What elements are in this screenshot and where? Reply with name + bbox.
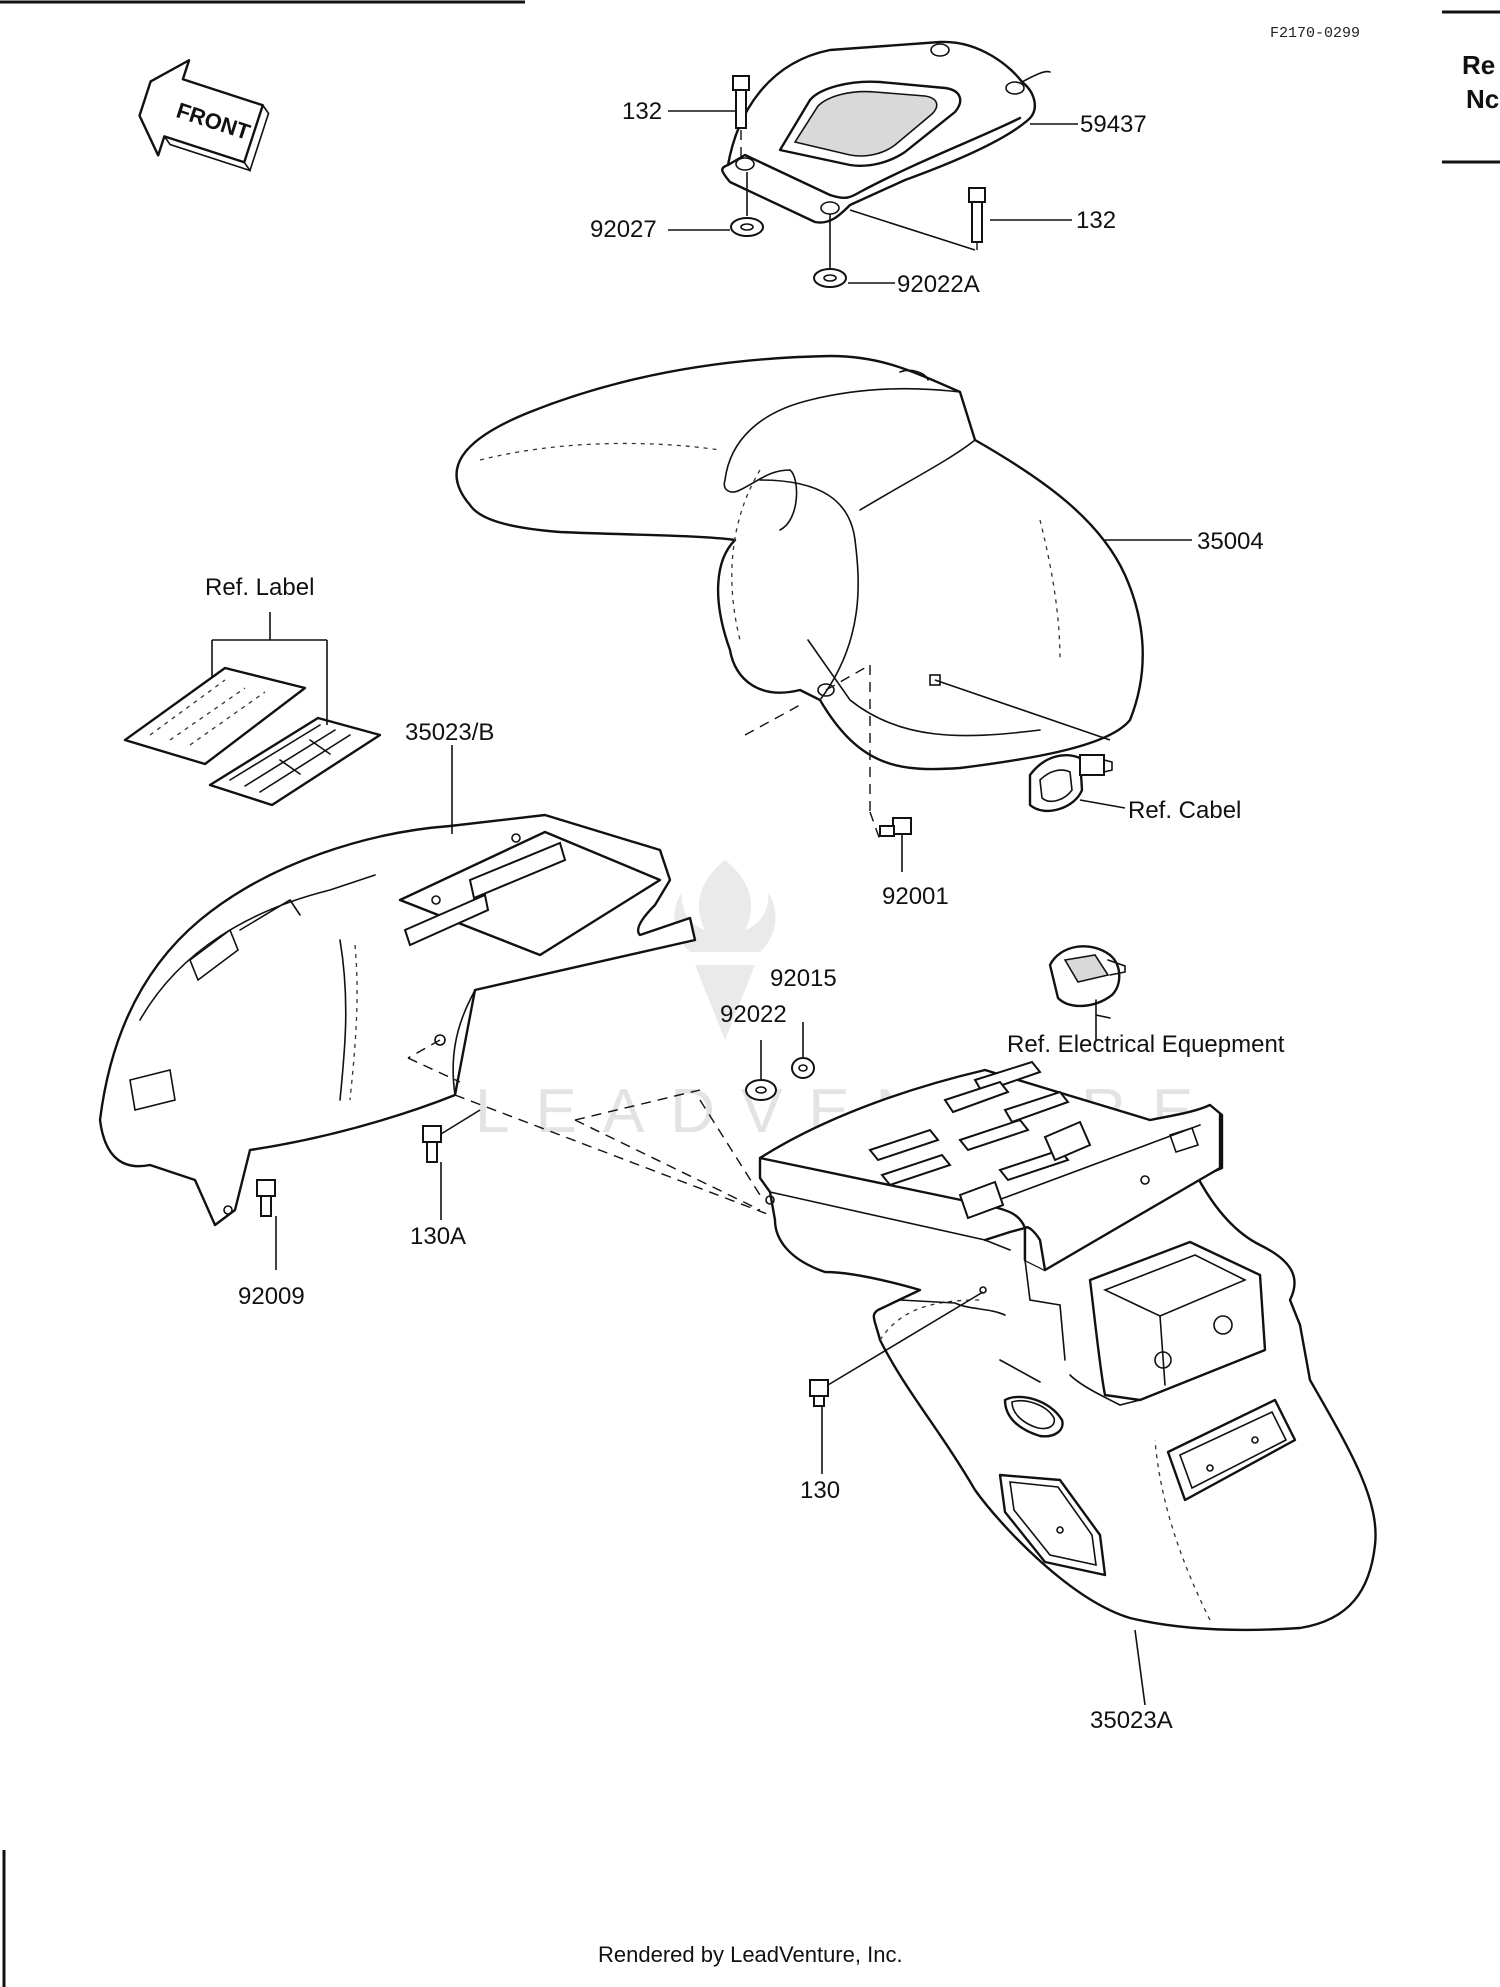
diagram-code: F2170-0299 <box>1270 25 1360 42</box>
label-92001: 92001 <box>882 883 949 910</box>
nut-92015 <box>791 1057 815 1079</box>
label-132-right: 132 <box>1076 207 1116 234</box>
label-92022: 92022 <box>720 1001 787 1028</box>
label-130a: 130A <box>410 1223 466 1250</box>
bolt-130 <box>809 1291 984 1407</box>
edge-label-line-1: Re <box>1462 50 1495 80</box>
bolt-92009 <box>256 1179 276 1217</box>
label-35023a: 35023A <box>1090 1707 1173 1734</box>
bolt-132-top <box>732 75 750 160</box>
front-fender-35004 <box>455 354 1144 771</box>
label-ref-cabel: Ref. Cabel <box>1128 797 1241 824</box>
washer-92022a <box>813 209 976 288</box>
bolt-130a <box>422 1109 481 1163</box>
label-35004: 35004 <box>1197 528 1264 555</box>
label-92009: 92009 <box>238 1283 305 1310</box>
label-92022a: 92022A <box>897 271 980 298</box>
label-92015: 92015 <box>770 965 837 992</box>
callout-labels: 132 59437 92027 132 92022A 35004 Ref. La… <box>205 98 1285 1734</box>
leader-lines <box>275 110 1192 1706</box>
rear-fender-35023a <box>758 1060 1377 1632</box>
label-92027: 92027 <box>590 216 657 243</box>
ref-cable-clamp <box>1028 754 1113 813</box>
washer-92022 <box>745 1079 777 1101</box>
label-132-top: 132 <box>622 98 662 125</box>
edge-label-line-2: Nc <box>1466 84 1499 114</box>
label-35023b: 35023/B <box>405 719 494 746</box>
footer-credit: Rendered by LeadVenture, Inc. <box>598 1942 903 1967</box>
label-130: 130 <box>800 1477 840 1504</box>
ref-electrical-clip <box>1048 945 1126 1019</box>
washer-92027 <box>730 172 764 237</box>
watermark-flame-icon <box>674 860 776 952</box>
watermark-v-icon <box>695 965 755 1040</box>
label-ref-label: Ref. Label <box>205 574 314 601</box>
front-direction-arrow: FRONT <box>138 59 270 173</box>
label-ref-electrical-equipment: Ref. Electrical Equepment <box>1007 1031 1285 1058</box>
rear-fender-35023b <box>98 745 697 1227</box>
bolt-132-right <box>968 187 986 250</box>
bolt-92001 <box>879 817 912 837</box>
ref-label-sheets <box>123 612 382 807</box>
cover-59437 <box>721 40 1051 224</box>
label-59437: 59437 <box>1080 111 1147 138</box>
